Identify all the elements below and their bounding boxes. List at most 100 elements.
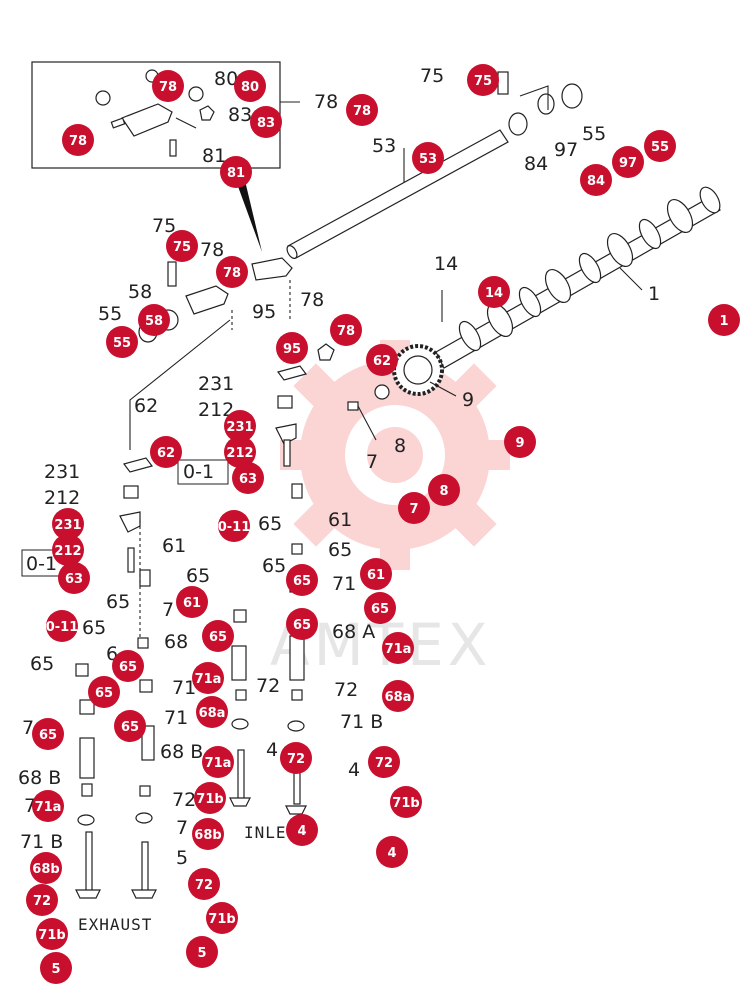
part-hotspot[interactable]: 0-11 [218,510,251,542]
hotspot-circle[interactable] [366,344,398,376]
part-hotspot[interactable]: 68a [196,696,228,728]
hotspot-circle[interactable] [186,936,218,968]
part-hotspot[interactable]: 62 [366,344,398,376]
hotspot-circle[interactable] [202,746,234,778]
hotspot-circle[interactable] [398,492,430,524]
part-hotspot[interactable]: 68b [30,852,62,884]
part-hotspot[interactable]: 72 [280,742,312,774]
part-hotspot[interactable]: 95 [276,332,308,364]
hotspot-circle[interactable] [390,786,422,818]
part-hotspot[interactable]: 97 [612,146,644,178]
part-hotspot[interactable]: 84 [580,164,612,196]
part-hotspot[interactable]: 55 [106,326,138,358]
hotspot-circle[interactable] [280,742,312,774]
hotspot-circle[interactable] [150,436,182,468]
part-hotspot[interactable]: 72 [26,884,58,916]
hotspot-circle[interactable] [30,852,62,884]
hotspot-circle[interactable] [58,562,90,594]
part-hotspot[interactable]: 71b [206,902,238,934]
part-hotspot[interactable]: 78 [216,256,248,288]
part-hotspot[interactable]: 65 [88,676,120,708]
hotspot-circle[interactable] [32,718,64,750]
part-hotspot[interactable]: 71a [192,662,224,694]
hotspot-circle[interactable] [52,534,84,566]
hotspot-circle[interactable] [114,710,146,742]
hotspot-circle[interactable] [286,814,318,846]
hotspot-circle[interactable] [250,106,282,138]
hotspot-circle[interactable] [202,620,234,652]
part-hotspot[interactable]: 0-11 [46,610,79,642]
part-hotspot[interactable]: 212 [224,436,256,468]
hotspot-circle[interactable] [346,94,378,126]
hotspot-circle[interactable] [176,586,208,618]
hotspot-circle[interactable] [580,164,612,196]
hotspot-circle[interactable] [192,818,224,850]
part-hotspot[interactable]: 61 [360,558,392,590]
hotspot-circle[interactable] [478,276,510,308]
part-hotspot[interactable]: 71a [382,632,414,664]
hotspot-circle[interactable] [46,610,78,642]
part-hotspot[interactable]: 78 [152,70,184,102]
hotspot-circle[interactable] [234,70,266,102]
part-hotspot[interactable]: 53 [412,142,444,174]
hotspot-circle[interactable] [412,142,444,174]
hotspot-circle[interactable] [166,230,198,262]
hotspot-circle[interactable] [364,592,396,624]
part-hotspot[interactable]: 75 [166,230,198,262]
part-hotspot[interactable]: 231 [52,508,84,540]
hotspot-circle[interactable] [232,462,264,494]
part-hotspot[interactable]: 71a [202,746,234,778]
part-hotspot[interactable]: 4 [376,836,408,868]
part-hotspot[interactable]: 68a [382,680,414,712]
part-hotspot[interactable]: 65 [364,592,396,624]
hotspot-circle[interactable] [194,782,226,814]
part-hotspot[interactable]: 61 [176,586,208,618]
part-hotspot[interactable]: 14 [478,276,510,308]
hotspot-circle[interactable] [368,746,400,778]
part-hotspot[interactable]: 9 [504,426,536,458]
part-hotspot[interactable]: 212 [52,534,84,566]
hotspot-circle[interactable] [26,884,58,916]
part-hotspot[interactable]: 5 [40,952,72,984]
hotspot-circle[interactable] [360,558,392,590]
part-hotspot[interactable]: 55 [644,130,676,162]
hotspot-circle[interactable] [206,902,238,934]
hotspot-circle[interactable] [112,650,144,682]
hotspot-circle[interactable] [62,124,94,156]
part-hotspot[interactable]: 71b [36,918,68,950]
hotspot-circle[interactable] [428,474,460,506]
hotspot-circle[interactable] [644,130,676,162]
part-hotspot[interactable]: 63 [58,562,90,594]
hotspot-circle[interactable] [196,696,228,728]
hotspot-circle[interactable] [504,426,536,458]
part-hotspot[interactable]: 65 [286,564,318,596]
hotspot-circle[interactable] [220,156,252,188]
hotspot-circle[interactable] [224,436,256,468]
hotspot-circle[interactable] [286,608,318,640]
part-hotspot[interactable]: 83 [250,106,282,138]
part-hotspot[interactable]: 63 [232,462,264,494]
part-hotspot[interactable]: 5 [186,936,218,968]
hotspot-circle[interactable] [286,564,318,596]
part-hotspot[interactable]: 58 [138,304,170,336]
part-hotspot[interactable]: 71b [194,782,226,814]
hotspot-circle[interactable] [188,868,220,900]
hotspot-circle[interactable] [216,256,248,288]
part-hotspot[interactable]: 71b [390,786,422,818]
hotspot-circle[interactable] [192,662,224,694]
part-hotspot[interactable]: 72 [188,868,220,900]
part-hotspot[interactable]: 1 [708,304,740,336]
hotspot-circle[interactable] [224,410,256,442]
hotspot-circle[interactable] [330,314,362,346]
part-hotspot[interactable]: 65 [114,710,146,742]
part-hotspot[interactable]: 7 [398,492,430,524]
part-hotspot[interactable]: 68b [192,818,224,850]
hotspot-circle[interactable] [276,332,308,364]
part-hotspot[interactable]: 8 [428,474,460,506]
hotspot-circle[interactable] [376,836,408,868]
part-hotspot[interactable]: 75 [467,64,499,96]
hotspot-circle[interactable] [382,680,414,712]
part-hotspot[interactable]: 72 [368,746,400,778]
part-hotspot[interactable]: 65 [112,650,144,682]
hotspot-circle[interactable] [382,632,414,664]
